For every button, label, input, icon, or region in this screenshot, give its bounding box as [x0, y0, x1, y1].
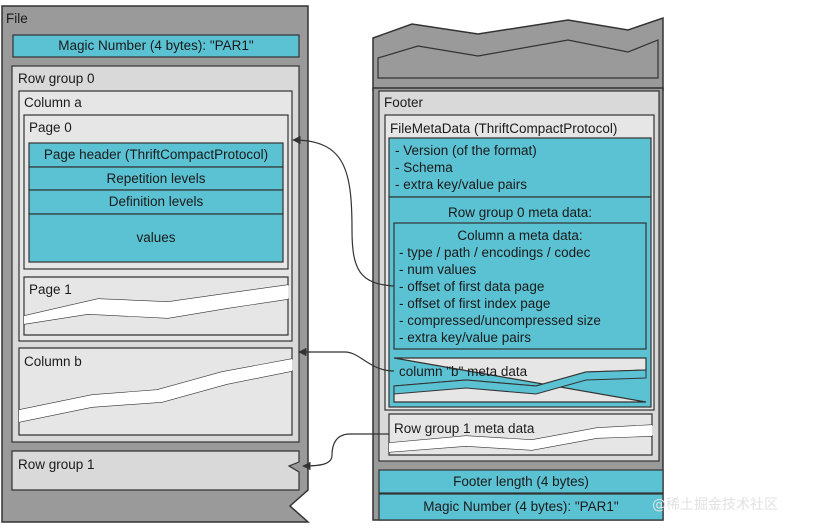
file-meta-item: - Version (of the format)	[395, 143, 537, 158]
column-a-meta-items: - type / path / encodings / codec - num …	[399, 244, 601, 346]
definition-levels-label: Definition levels	[108, 194, 204, 209]
column-a-meta-item: - offset of first data page	[399, 279, 545, 294]
file-meta-item: - extra key/value pairs	[395, 177, 528, 192]
row-group-1-meta-break-gap	[389, 425, 652, 452]
row-group-1-label: Row group 1	[18, 457, 95, 472]
footer-length-box	[378, 469, 664, 494]
footer-title: Footer	[384, 95, 424, 110]
column-a-meta-item: - extra key/value pairs	[399, 330, 532, 345]
values-label: values	[136, 230, 176, 245]
page-1-break-gap	[24, 285, 288, 324]
watermark: @稀土掘金技术社区	[652, 497, 778, 513]
file-meta-items: - Version (of the format) - Schema - ext…	[395, 142, 537, 193]
file-meta-items-box	[388, 137, 652, 198]
file-title: File	[6, 11, 28, 26]
column-a-meta-item: - num values	[399, 262, 477, 277]
column-a-meta-box	[393, 222, 647, 350]
row-group-0-label: Row group 0	[18, 71, 95, 86]
repetition-levels-label: Repetition levels	[106, 171, 206, 186]
column-a-meta-item: - compressed/uncompressed size	[399, 313, 601, 328]
column-a-meta-item: - type / path / encodings / codec	[399, 245, 591, 260]
row-group-0-meta-label: Row group 0 meta data:	[447, 205, 593, 220]
column-b-meta-label: column "b" meta data	[399, 364, 528, 379]
footer-length-label: Footer length (4 bytes)	[453, 474, 589, 489]
values-box	[28, 213, 284, 263]
file-meta-item: - Schema	[395, 160, 453, 175]
page-1-label: Page 1	[29, 282, 72, 297]
arrow-row-group-1-meta-to-row-group-1	[302, 433, 389, 471]
magic-number-bottom-box	[378, 493, 664, 521]
column-a-meta-label: Column a meta data:	[457, 228, 583, 243]
column-b-break-gap	[19, 359, 292, 422]
file-meta-data-label: FileMetaData (ThriftCompactProtocol)	[390, 121, 618, 136]
row-group-1-box	[11, 450, 300, 491]
footer-top-inner-break	[377, 39, 659, 79]
column-b-meta-break-cyan	[393, 369, 647, 395]
page-header-label: Page header (ThriftCompactProtocol)	[43, 147, 269, 162]
column-b-label: Column b	[24, 354, 82, 369]
arrow-offset-to-page-0	[292, 135, 395, 287]
magic-number-top: Magic Number (4 bytes): "PAR1"	[58, 38, 254, 53]
row-group-1-meta-label: Row group 1 meta data	[394, 421, 535, 436]
arrow-column-b-meta-to-column-b	[298, 347, 395, 372]
column-a-meta-item: - offset of first index page	[399, 296, 551, 311]
magic-number-bottom: Magic Number (4 bytes): "PAR1"	[423, 499, 619, 514]
page-0-label: Page 0	[29, 120, 72, 135]
column-a-label: Column a	[24, 95, 82, 110]
magic-number-top-box	[12, 34, 300, 58]
